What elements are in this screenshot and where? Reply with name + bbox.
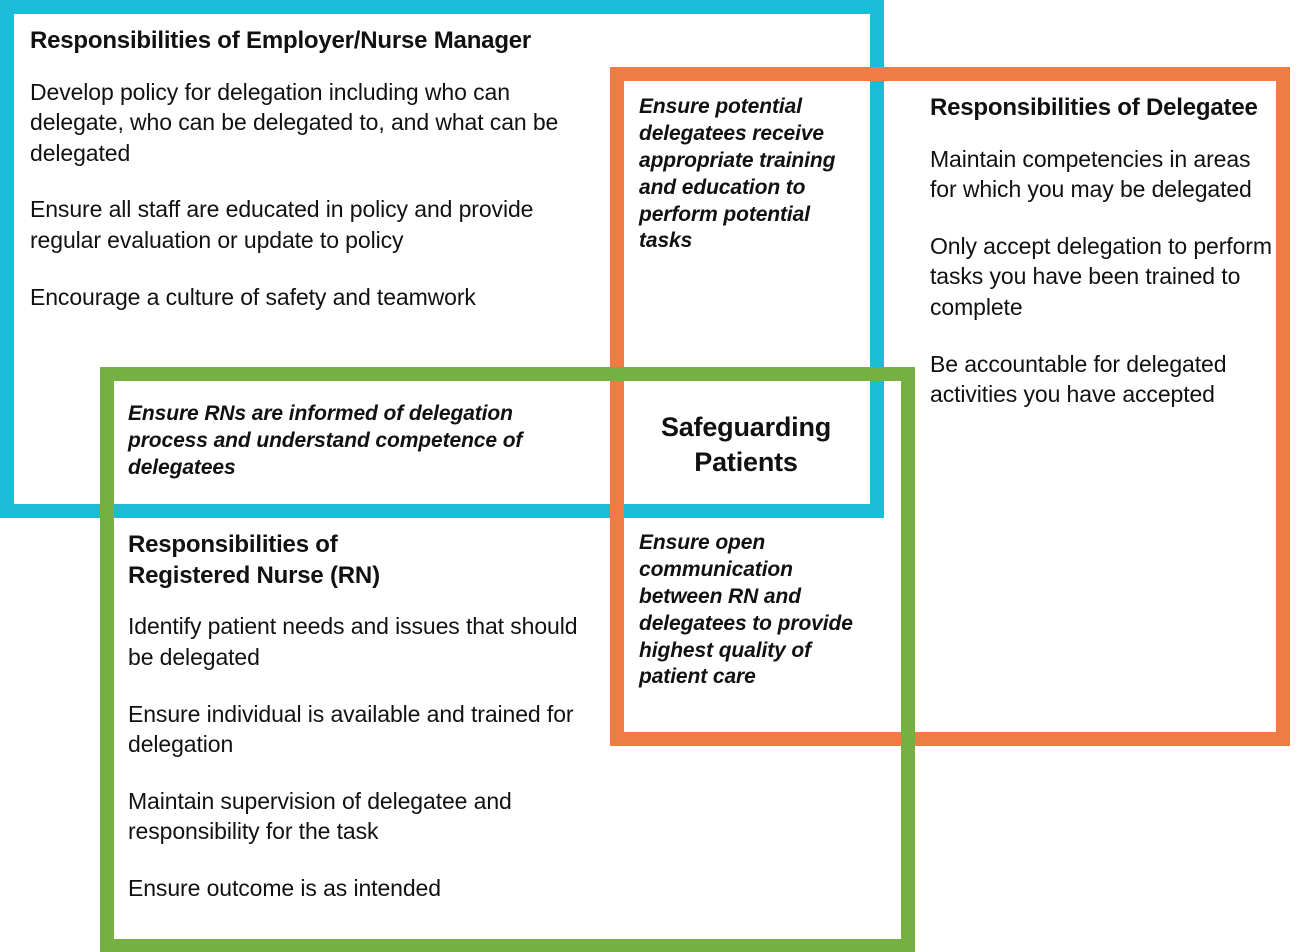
- center-title-line1: Safeguarding: [660, 412, 832, 442]
- registered-nurse-text-block: Responsibilities of Registered Nurse (RN)…: [128, 530, 598, 903]
- overlap-employer-delegatee-text: Ensure potential delegatees receive appr…: [639, 94, 839, 255]
- overlap-rn-delegatee-label: Ensure open communication between RN and…: [639, 531, 853, 689]
- employer-text-block: Responsibilities of Employer/Nurse Manag…: [30, 26, 590, 312]
- delegatee-item-3: Be accountable for delegated activities …: [930, 350, 1227, 408]
- delegatee-rectangle: [610, 67, 1290, 746]
- registered-nurse-rectangle: [100, 367, 915, 952]
- rn-item-1: Identify patient needs and issues that s…: [128, 613, 578, 671]
- rn-heading-line1: Responsibilities of: [128, 531, 338, 558]
- delegatee-item-1: Maintain competencies in areas for which…: [930, 145, 1252, 203]
- rn-heading: Responsibilities of Registered Nurse (RN): [128, 530, 598, 591]
- employer-item-1: Develop policy for delegation including …: [30, 78, 559, 166]
- center-title-line2: Patients: [694, 446, 798, 477]
- delegatee-heading: Responsibilities of Delegatee: [930, 94, 1258, 121]
- employer-nurse-manager-rectangle: [0, 0, 884, 518]
- overlap-employer-rn-text: Ensure RNs are informed of delegation pr…: [128, 401, 593, 482]
- employer-item-2: Ensure all staff are educated in policy …: [30, 196, 534, 254]
- overlap-rn-delegatee-text: Ensure open communication between RN and…: [639, 530, 864, 691]
- delegatee-text-block: Responsibilities of Delegatee Maintain c…: [930, 93, 1275, 410]
- overlap-employer-rn-label: Ensure RNs are informed of delegation pr…: [128, 402, 523, 479]
- rn-item-4: Ensure outcome is as intended: [128, 874, 441, 901]
- center-safeguarding-patients: Safeguarding Patients: [640, 410, 852, 479]
- employer-heading: Responsibilities of Employer/Nurse Manag…: [30, 27, 532, 54]
- overlap-employer-delegatee-label: Ensure potential delegatees receive appr…: [639, 95, 836, 253]
- rn-heading-line2: Registered Nurse (RN): [128, 561, 380, 589]
- rn-item-3: Maintain supervision of delegatee and re…: [128, 787, 512, 845]
- rn-item-2: Ensure individual is available and train…: [128, 700, 574, 758]
- employer-item-3: Encourage a culture of safety and teamwo…: [30, 283, 476, 310]
- delegatee-item-2: Only accept delegation to perform tasks …: [930, 232, 1272, 321]
